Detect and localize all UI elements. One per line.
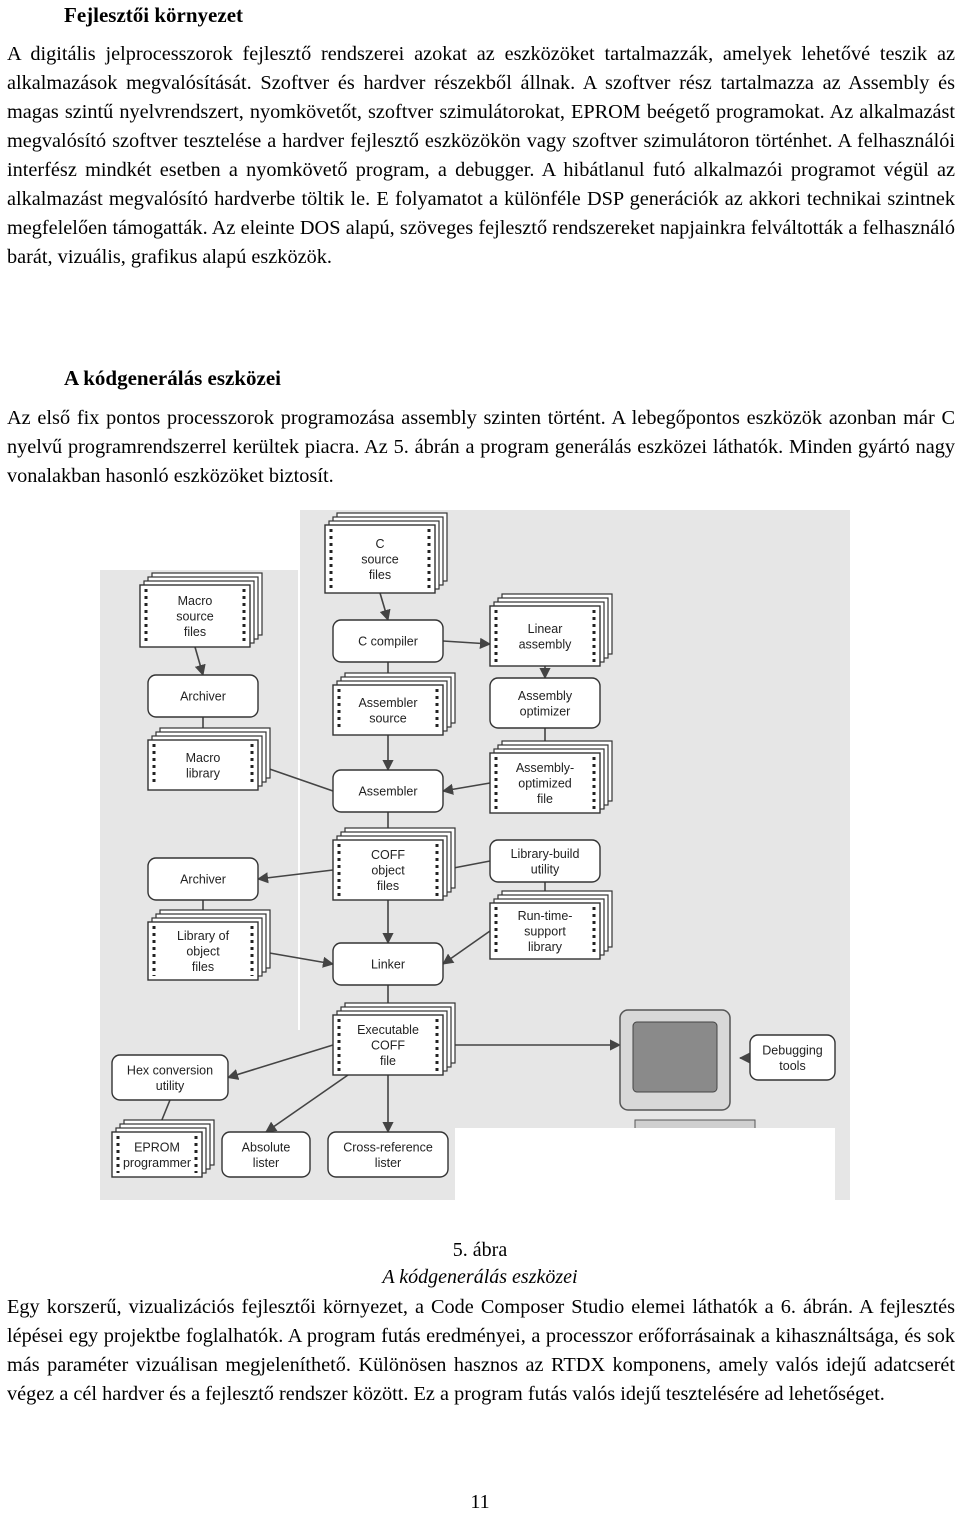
box-label: Absolute	[242, 1140, 291, 1154]
box-label: source	[176, 610, 214, 624]
box-label: Archiver	[180, 690, 226, 704]
box-label: C	[375, 537, 384, 551]
paragraph-codegen: Az első fix pontos processzorok programo…	[7, 407, 955, 487]
box-label: object	[186, 945, 220, 959]
paragraph-ccs: Egy korszerű, vizualizációs fejlesztői k…	[7, 1296, 955, 1405]
box-label: Archiver	[180, 873, 226, 887]
box-label: programmer	[123, 1156, 191, 1170]
box-assembler: Assembler	[332, 769, 444, 813]
box-label: Assembler	[358, 696, 417, 710]
box-label: utility	[531, 862, 560, 876]
box-label: source	[369, 711, 407, 725]
box-label: files	[377, 879, 399, 893]
box-label: Assembly	[518, 689, 573, 703]
box-label: COFF	[371, 1039, 405, 1053]
box-archiver1: Archiver	[147, 674, 259, 718]
box-label: assembly	[519, 637, 573, 651]
arrow-rts-to-linker	[442, 930, 491, 965]
box-label: files	[369, 568, 391, 582]
box-label: Debugging	[762, 1043, 823, 1057]
box-label: Assembly-	[516, 761, 574, 775]
box-c-compiler: C compiler	[332, 619, 444, 663]
tms-board	[455, 1128, 835, 1200]
box-label: tools	[779, 1059, 805, 1073]
box-label: file	[537, 792, 553, 806]
box-label: lister	[253, 1156, 279, 1170]
box-label: files	[192, 960, 214, 974]
box-label: library	[528, 940, 563, 954]
box-label: Macro	[178, 594, 213, 608]
arrow-exe-to-abs	[265, 1074, 349, 1133]
box-eprom-programmer: EPROM programmer	[111, 1119, 215, 1178]
box-label: Hex conversion	[127, 1063, 213, 1077]
figure-number: 5. ábra	[452, 1239, 508, 1261]
paragraph-intro: A digitális jelprocesszorok fejlesztő re…	[7, 43, 955, 268]
box-label: utility	[156, 1079, 185, 1093]
box-label: lister	[375, 1156, 401, 1170]
arrow-exe-to-hex	[226, 1044, 334, 1080]
box-label: optimizer	[520, 704, 571, 718]
arrow-c_source-to-c_compiler	[379, 592, 391, 622]
box-label: object	[371, 864, 405, 878]
box-label: COFF	[371, 848, 405, 862]
box-label: C compiler	[358, 635, 418, 649]
arrow-compiler-to-linear	[442, 637, 492, 649]
box-label: file	[380, 1054, 396, 1068]
box-label: source	[361, 553, 399, 567]
box-label: optimized	[518, 777, 572, 791]
box-absolute-lister: Absolute lister	[221, 1131, 311, 1178]
figure-caption: A kódgenerálás eszközei	[382, 1266, 578, 1288]
box-cross-reference: Cross-reference lister	[327, 1131, 449, 1178]
box-label: Executable	[357, 1023, 419, 1037]
subsection-title: A kódgenerálás eszközei	[64, 366, 281, 390]
arrow-optimized-to-assembler	[441, 782, 491, 795]
box-label: Macro	[186, 751, 221, 765]
box-archiver2: Archiver	[147, 857, 259, 901]
box-label: Library-build	[511, 847, 580, 861]
arrow-macro_source-to-archiver1	[194, 646, 206, 677]
box-label: Run-time-	[518, 909, 573, 923]
box-hex-conversion: Hex conversion utility	[111, 1054, 229, 1101]
box-label: Cross-reference	[343, 1140, 433, 1154]
section-title: Fejlesztői környezet	[64, 3, 244, 27]
arrow-coff-to-archiver	[256, 869, 334, 884]
box-label: Assembler	[358, 785, 417, 799]
box-label: Linker	[371, 958, 405, 972]
box-linker: Linker	[332, 942, 444, 986]
box-label: EPROM	[134, 1140, 180, 1154]
box-label: files	[184, 625, 206, 639]
box-label: Linear	[528, 622, 563, 636]
page-number: 11	[470, 1491, 490, 1513]
box-label: library	[186, 766, 221, 780]
box-label: support	[524, 925, 566, 939]
box-debugging-tools: Debugging tools	[749, 1034, 836, 1081]
box-label: Library of	[177, 929, 230, 943]
